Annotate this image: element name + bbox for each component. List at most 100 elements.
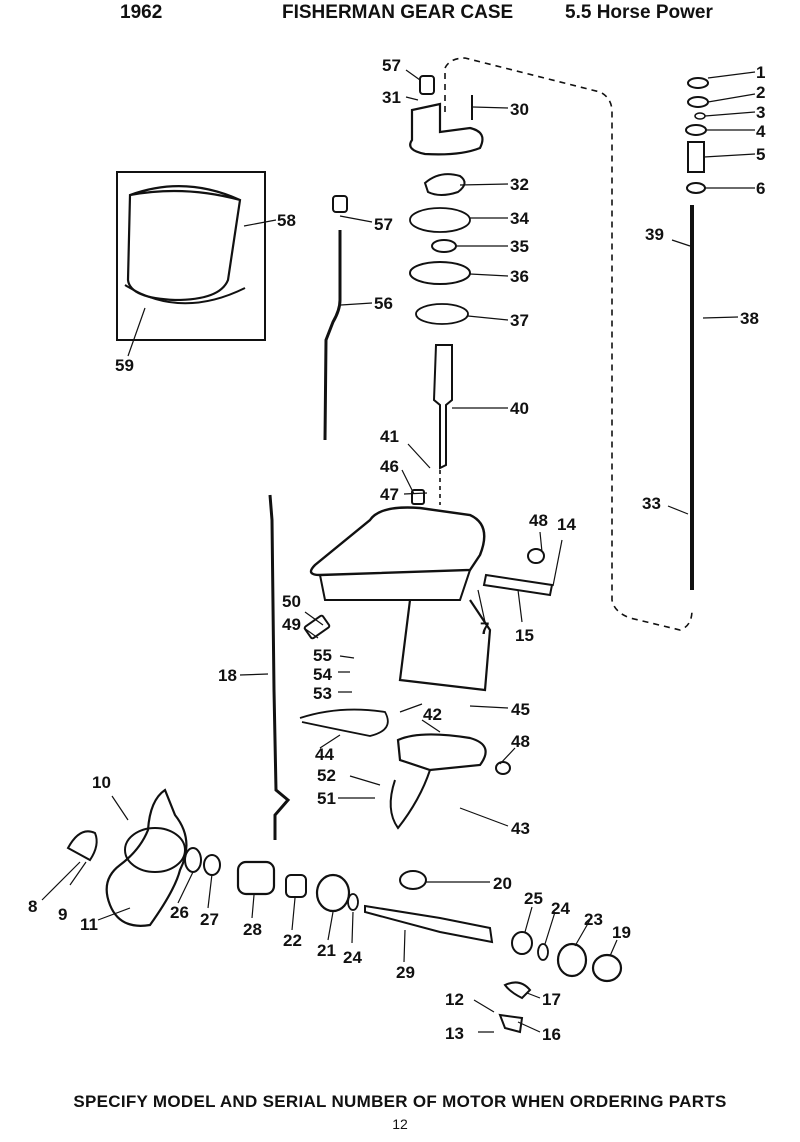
part-35-seal <box>431 239 457 253</box>
part-27-bushing <box>203 854 221 876</box>
part-6-bushing <box>686 182 706 194</box>
callout-50: 50 <box>282 592 301 611</box>
callout-5: 5 <box>756 145 765 164</box>
callout-49: 49 <box>282 615 301 634</box>
callout-3: 3 <box>756 103 765 122</box>
part-26-washer <box>184 847 202 873</box>
part-21-gear <box>315 873 351 913</box>
part-23-gear <box>556 942 588 978</box>
part-42-lower-case <box>396 733 487 772</box>
part-3-oring <box>694 112 706 120</box>
callout-54: 54 <box>313 665 332 684</box>
callout-33: 33 <box>642 494 661 513</box>
callout-7: 7 <box>480 619 489 638</box>
part-47-plug <box>411 489 425 505</box>
header-year: 1962 <box>120 2 163 23</box>
part-37-gasket <box>415 303 469 325</box>
callout-52: 52 <box>317 766 336 785</box>
callout-17: 17 <box>542 990 561 1009</box>
callout-13: 13 <box>445 1024 464 1043</box>
callout-26: 26 <box>170 903 189 922</box>
callout-43: 43 <box>511 819 530 838</box>
callout-56: 56 <box>374 294 393 313</box>
callout-35: 35 <box>510 237 529 256</box>
callout-18: 18 <box>218 666 237 685</box>
part-32-impeller <box>423 173 466 196</box>
header-horsepower: 5.5 Horse Power <box>565 2 713 23</box>
part-24-washer-left <box>347 893 359 911</box>
callout-20: 20 <box>493 874 512 893</box>
dashed-routing-line <box>444 57 693 631</box>
callout-55: 55 <box>313 646 332 665</box>
callout-57-top: 57 <box>382 56 401 75</box>
leader-lines <box>41 69 756 1033</box>
part-57-grommet <box>332 195 348 213</box>
part-40-driveshaft <box>432 344 453 470</box>
part-18-shift-rod <box>268 494 291 840</box>
callout-39: 39 <box>645 225 664 244</box>
part-16-shift-lever <box>498 1013 524 1034</box>
part-25-clutch <box>511 931 533 955</box>
part-57-grommet-top <box>419 75 435 95</box>
part-48-plug-lower <box>495 761 511 775</box>
ordering-note: SPECIFY MODEL AND SERIAL NUMBER OF MOTOR… <box>73 1092 727 1111</box>
callout-59: 59 <box>115 356 134 375</box>
part-20-pinion <box>399 870 427 890</box>
callout-42: 42 <box>423 705 442 724</box>
inset-box-59 <box>116 171 266 341</box>
part-19-bearing <box>591 953 623 983</box>
callout-46: 46 <box>380 457 399 476</box>
part-17-clip <box>503 981 532 1000</box>
callout-58: 58 <box>277 211 296 230</box>
part-4-nut <box>685 124 707 136</box>
callout-15: 15 <box>515 626 534 645</box>
callout-25: 25 <box>524 889 543 908</box>
callout-6: 6 <box>756 179 765 198</box>
callout-24-right: 24 <box>551 899 570 918</box>
part-15-bracket <box>482 573 554 597</box>
part-5-spring <box>687 141 705 173</box>
callout-38: 38 <box>740 309 759 328</box>
callout-36: 36 <box>510 267 529 286</box>
callout-27: 27 <box>200 910 219 929</box>
callout-10: 10 <box>92 773 111 792</box>
part-29-propeller-shaft <box>364 904 494 944</box>
part-24-washer-right <box>537 943 549 961</box>
callout-24-left: 24 <box>343 948 362 967</box>
part-44-seal-strip <box>299 708 389 737</box>
part-2-washer <box>687 96 709 108</box>
callout-44: 44 <box>315 745 334 764</box>
callout-57-mid: 57 <box>374 215 393 234</box>
part-59-exhaust-housing <box>126 185 242 302</box>
part-22-bearing <box>285 874 307 898</box>
callout-22: 22 <box>283 931 302 950</box>
callout-32: 32 <box>510 175 529 194</box>
callout-29: 29 <box>396 963 415 982</box>
part-1-washer <box>687 77 709 89</box>
callout-9: 9 <box>58 905 67 924</box>
callout-34: 34 <box>510 209 529 228</box>
callout-47: 47 <box>380 485 399 504</box>
callout-45: 45 <box>511 700 530 719</box>
callout-23: 23 <box>584 910 603 929</box>
callout-30: 30 <box>510 100 529 119</box>
callout-8: 8 <box>28 897 37 916</box>
part-main-gear-case <box>309 506 486 577</box>
callout-41: 41 <box>380 427 399 446</box>
callout-1: 1 <box>756 63 765 82</box>
callout-48-upper: 48 <box>529 511 548 530</box>
callout-4: 4 <box>756 122 766 141</box>
callout-21: 21 <box>317 941 336 960</box>
callout-37: 37 <box>510 311 529 330</box>
callout-14: 14 <box>557 515 576 534</box>
part-31-pump-housing <box>409 102 484 156</box>
part-34-plate <box>409 207 471 233</box>
header-title: FISHERMAN GEAR CASE <box>282 2 514 23</box>
callout-11: 11 <box>80 915 98 934</box>
page-number: 12 <box>392 1116 408 1132</box>
callout-40: 40 <box>510 399 529 418</box>
part-48-plug-upper <box>527 548 545 564</box>
part-11-propeller <box>105 788 188 927</box>
part-36-liner <box>409 261 471 285</box>
